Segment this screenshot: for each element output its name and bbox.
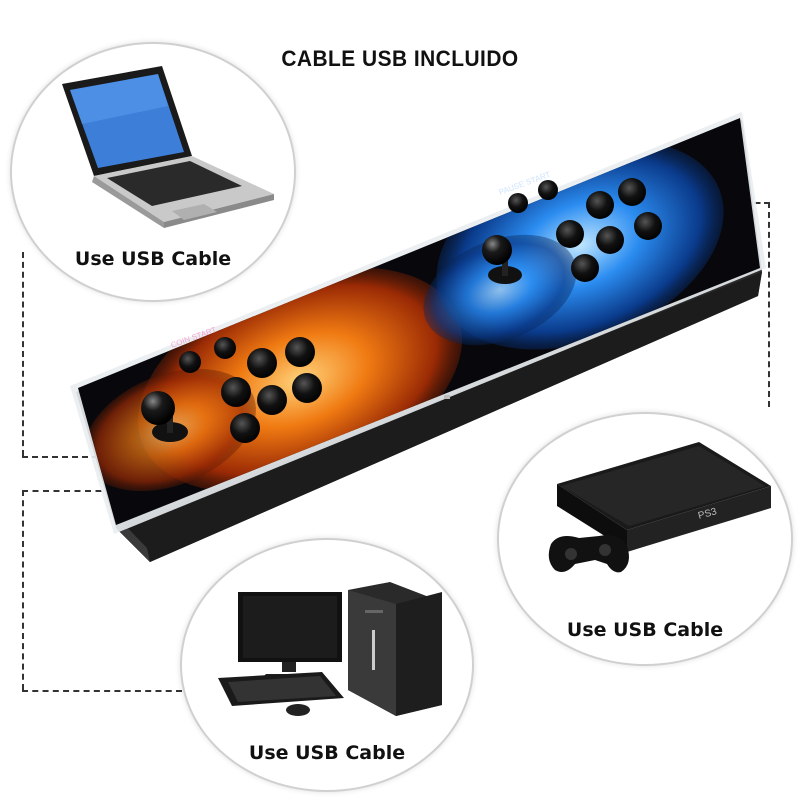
page-title: CABLE USB INCLUIDO (281, 46, 519, 71)
connector-line-pc-h2 (22, 690, 182, 692)
ps3-icon: PS3 (548, 442, 771, 573)
pc-usb-label: Use USB Cable (248, 742, 406, 764)
ps3-usb-label: Use USB Cable (566, 619, 724, 641)
left-action-buttons (179, 337, 322, 443)
laptop-icon (62, 66, 274, 228)
right-joystick-ball-icon (482, 235, 512, 265)
connector-line-laptop (22, 252, 24, 456)
connector-line-ps3-v (768, 202, 770, 407)
ps3-logo: PS3 (697, 506, 719, 522)
pc-circle: Use USB Cable (180, 538, 474, 792)
laptop-circle: Use USB Cable (10, 42, 296, 302)
desktop-pc-icon (218, 582, 442, 716)
ps3-circle: PS3 Use USB Cable (497, 412, 793, 666)
ps3-controller-icon (548, 535, 629, 573)
connector-line-pc (22, 490, 112, 492)
connector-line-pc-v (22, 490, 24, 690)
right-action-buttons (508, 178, 662, 282)
laptop-usb-label: Use USB Cable (74, 248, 232, 270)
connector-line-laptop-h (22, 456, 98, 458)
left-joystick-ball-icon (141, 391, 175, 425)
